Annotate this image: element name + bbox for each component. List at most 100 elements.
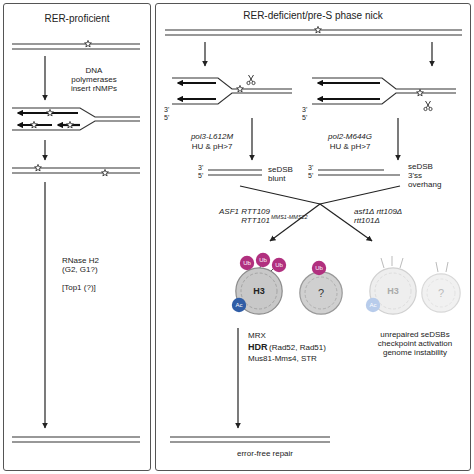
step-arrow — [44, 182, 45, 428]
dna-strand — [12, 167, 140, 168]
step-arrow — [204, 42, 205, 66]
break-label: seDSB blunt — [268, 165, 300, 183]
strand-end: 3' — [302, 106, 307, 114]
ubiquitin-mark-outline — [256, 253, 270, 267]
rnmp-star — [85, 40, 92, 47]
ubiquitin-mark: Ub — [255, 252, 271, 268]
dna-strand — [318, 174, 400, 175]
panel-title: RER-proficient — [4, 13, 150, 24]
merge-line — [240, 186, 320, 204]
dna-strand — [208, 174, 262, 175]
pathway-label: HDR — [248, 342, 268, 352]
gene-label: asf1Δ rtt109Δ rtt101Δ — [354, 207, 414, 225]
pathway-label: (Rad52, Rad51) — [269, 343, 326, 352]
nascent-strand — [318, 82, 380, 84]
pathway-label: Mus81-Mms4, STR — [248, 354, 317, 363]
ubiquitin-mark-outline — [272, 258, 286, 272]
strand-end: 5' — [308, 172, 313, 180]
strand-end: 5' — [198, 172, 203, 180]
ubiquitin-mark: Ub — [311, 260, 327, 276]
scissors-symbol — [247, 75, 255, 85]
enzyme-label: [Top1 (?)] — [62, 283, 122, 292]
step-arrow — [397, 118, 398, 160]
rnmp-star — [31, 121, 38, 128]
dna-strand — [165, 29, 462, 30]
dna-strand — [12, 108, 140, 117]
outcome-label: unrepaired seDSBs checkpoint activation … — [372, 330, 458, 358]
nucleosome-outline — [300, 272, 342, 314]
dna-wrap — [427, 279, 455, 307]
rnmp-star — [102, 169, 109, 176]
gene-label: ASF1 RTT109 RTT101 — [215, 207, 270, 225]
acetyl-mark-outline — [232, 298, 246, 312]
step-arrow — [270, 204, 320, 241]
histone-tail — [381, 258, 384, 268]
ubiquitin-mark-outline — [312, 261, 326, 275]
dna-wrap — [375, 273, 411, 309]
dna-strand — [12, 121, 140, 130]
modification-label: Ub — [315, 265, 323, 271]
pathway-label: MRX — [248, 331, 266, 340]
dna-strand — [172, 78, 292, 89]
histone-tail — [400, 258, 403, 268]
enzyme-label: RNase H2 (G2, G1?) — [62, 256, 106, 274]
rnmp-star — [315, 26, 322, 33]
acetyl-mark: Ac — [231, 297, 247, 313]
strand-end: 5' — [302, 114, 307, 122]
outcome-label: error-free repair — [225, 449, 305, 458]
panel: RER-proficient — [3, 3, 151, 471]
panel-title: RER-deficient/pre-S phase nick — [156, 10, 470, 21]
step-arrow — [44, 140, 45, 160]
dna-strand — [208, 169, 262, 170]
dna-strand — [170, 436, 330, 437]
modification-label: Ub — [275, 262, 283, 268]
modification-label: Ub — [243, 260, 251, 266]
dna-strand — [12, 43, 140, 44]
allele-label: pol3-L612M — [180, 132, 244, 141]
histone-label: H3 — [387, 287, 399, 296]
dna-strand — [312, 78, 456, 89]
rnmp-star — [67, 121, 74, 128]
ubiquitin-mark-outline — [240, 256, 254, 270]
strand-end: 5' — [164, 114, 169, 122]
nucleosome: ? — [421, 273, 461, 313]
step-arrow — [44, 56, 45, 100]
scissors-symbol — [424, 101, 432, 111]
step-arrow — [431, 42, 432, 66]
break-label: seDSB 3'ss overhang — [408, 162, 446, 190]
acetyl-mark: Ac — [365, 297, 381, 313]
dna-strand — [12, 441, 140, 442]
modification-label: Ac — [235, 302, 242, 308]
nucleosome-outline — [422, 274, 460, 312]
dna-strand — [170, 441, 330, 442]
histone-tail — [446, 262, 448, 272]
rnmp-star — [417, 89, 424, 96]
nascent-strand — [318, 98, 380, 100]
dna-strand — [318, 169, 384, 170]
acetyl-mark-outline — [366, 298, 380, 312]
dna-strand — [12, 436, 140, 437]
nascent-strand — [178, 98, 216, 100]
histone-label: ? — [438, 288, 444, 299]
histone-label: ? — [318, 288, 324, 299]
dna-strand — [12, 172, 140, 173]
strand-end: 3' — [164, 106, 169, 114]
rnmp-star — [237, 85, 244, 92]
ubiquitin-mark: Ub — [239, 255, 255, 271]
merge-line — [320, 186, 400, 204]
dna-strand — [165, 34, 462, 35]
condition-label: HU & pH>7 — [180, 142, 244, 151]
ubiquitin-mark: Ub — [271, 257, 287, 273]
step-arrow — [237, 328, 238, 428]
rnmp-star — [35, 164, 42, 171]
rnmp-star — [47, 109, 54, 116]
dna-wrap — [305, 277, 337, 309]
step-label: DNA polymerases insert rNMPs — [66, 66, 122, 94]
histone-label: H3 — [253, 287, 265, 296]
condition-label: HU & pH>7 — [318, 142, 382, 151]
dna-wrap — [241, 273, 277, 309]
strand-end: 3' — [308, 164, 313, 172]
allele-label: pol2-M644G — [318, 132, 382, 141]
